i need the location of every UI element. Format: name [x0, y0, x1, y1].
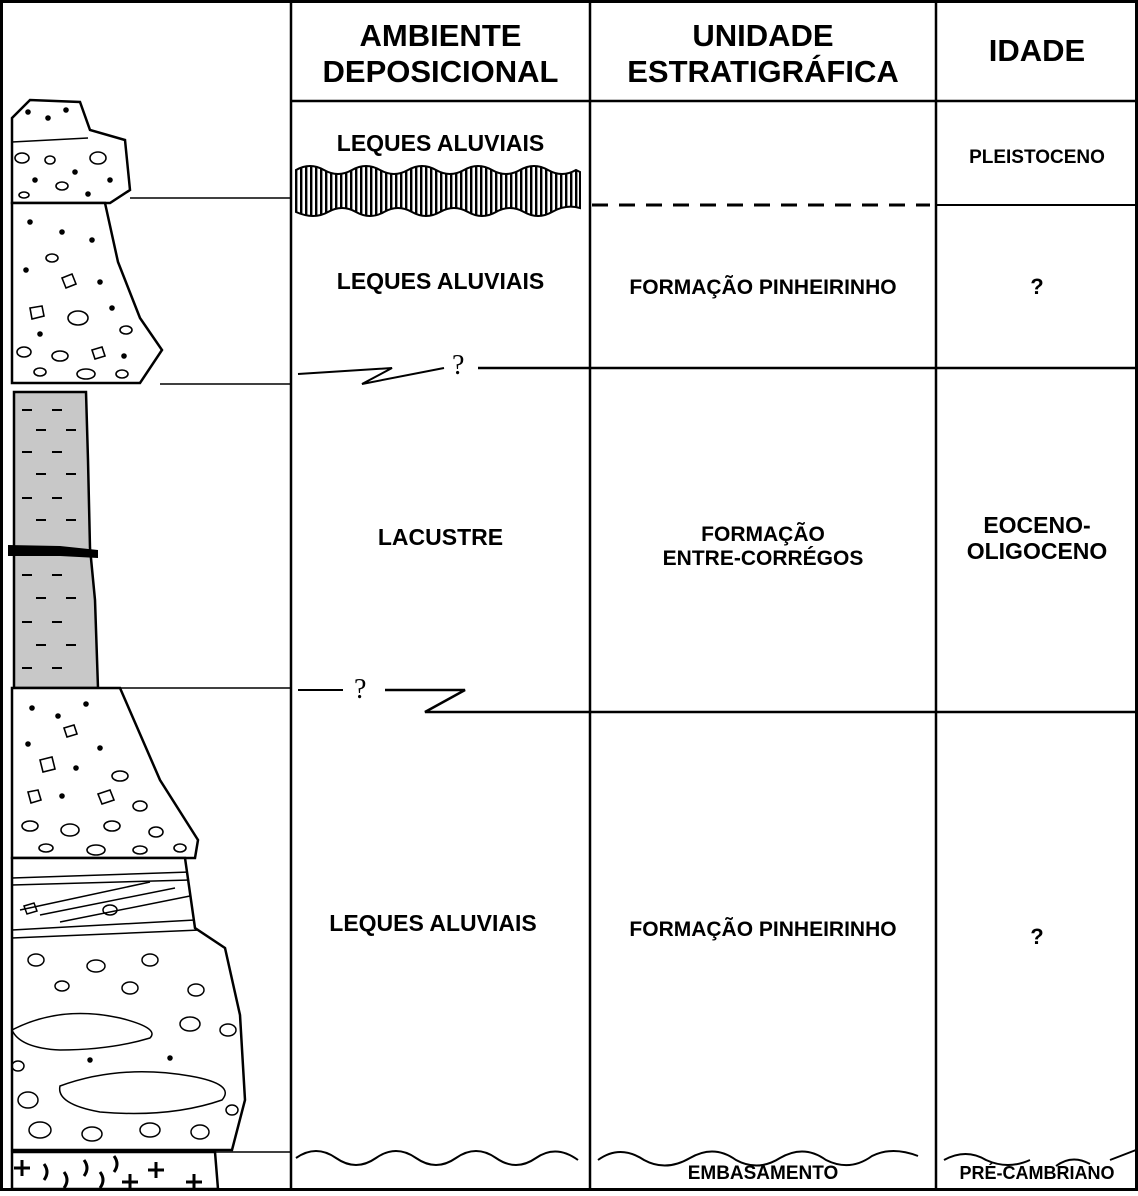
row3-environment: LACUSTRE	[377, 524, 504, 550]
row4-age: ?	[1030, 924, 1044, 949]
basement-wavy-contact	[295, 1150, 579, 1166]
basement-wavy-contact	[943, 1149, 1137, 1167]
header-age: IDADE	[988, 33, 1086, 68]
lithologic-column	[8, 98, 247, 1191]
row5-unit: EMBASAMENTO	[687, 1163, 839, 1184]
uncertain-contact-mark: ?	[354, 674, 367, 705]
row2-age: ?	[1030, 274, 1044, 299]
basement-wavy-contact	[597, 1150, 919, 1167]
conglomerate-bed	[10, 856, 247, 1152]
conglomerate-bed	[10, 686, 200, 860]
row2-environment: LEQUES ALUVIAIS	[336, 268, 545, 294]
row4-environment: LEQUES ALUVIAIS	[329, 910, 537, 936]
row3-unit-line2: ENTRE-CORRÉGOS	[662, 547, 864, 571]
header-unit-line2: ESTRATIGRÁFICA	[627, 53, 899, 89]
header-environment-line1: AMBIENTE	[359, 18, 522, 53]
row1-environment: LEQUES ALUVIAIS	[336, 130, 545, 156]
row-boundary-line	[385, 688, 1137, 714]
header-stratigraphic-unit: UNIDADE ESTRATIGRÁFICA	[590, 18, 936, 89]
header-environment: AMBIENTE DEPOSICIONAL	[291, 18, 590, 89]
row5-age: PRÉ-CAMBRIANO	[959, 1163, 1115, 1183]
row3-age-line2: OLIGOCENO	[966, 538, 1108, 565]
row1-age: PLEISTOCENO	[969, 147, 1105, 168]
lacustrine-mudstone-bed	[12, 390, 100, 690]
row3-age: EOCENO- OLIGOCENO	[936, 512, 1138, 565]
header-unit-line1: UNIDADE	[692, 18, 834, 53]
conglomerate-bed	[10, 201, 164, 385]
row3-age-line1: EOCENO-	[983, 512, 1091, 538]
erosional-unconformity-band	[295, 165, 581, 217]
interfingering-contact	[297, 367, 445, 385]
row3-unit-line1: FORMAÇÃO	[701, 523, 825, 546]
row2-unit: FORMAÇÃO PINHEIRINHO	[629, 276, 897, 299]
row4-unit: FORMAÇÃO PINHEIRINHO	[629, 918, 897, 941]
uncertain-contact-mark: ?	[452, 350, 465, 381]
coal-lens	[8, 545, 98, 558]
header-environment-line2: DEPOSICIONAL	[322, 53, 559, 89]
row3-unit: FORMAÇÃO ENTRE-CORRÉGOS	[590, 523, 936, 571]
conglomerate-bed	[10, 98, 132, 205]
